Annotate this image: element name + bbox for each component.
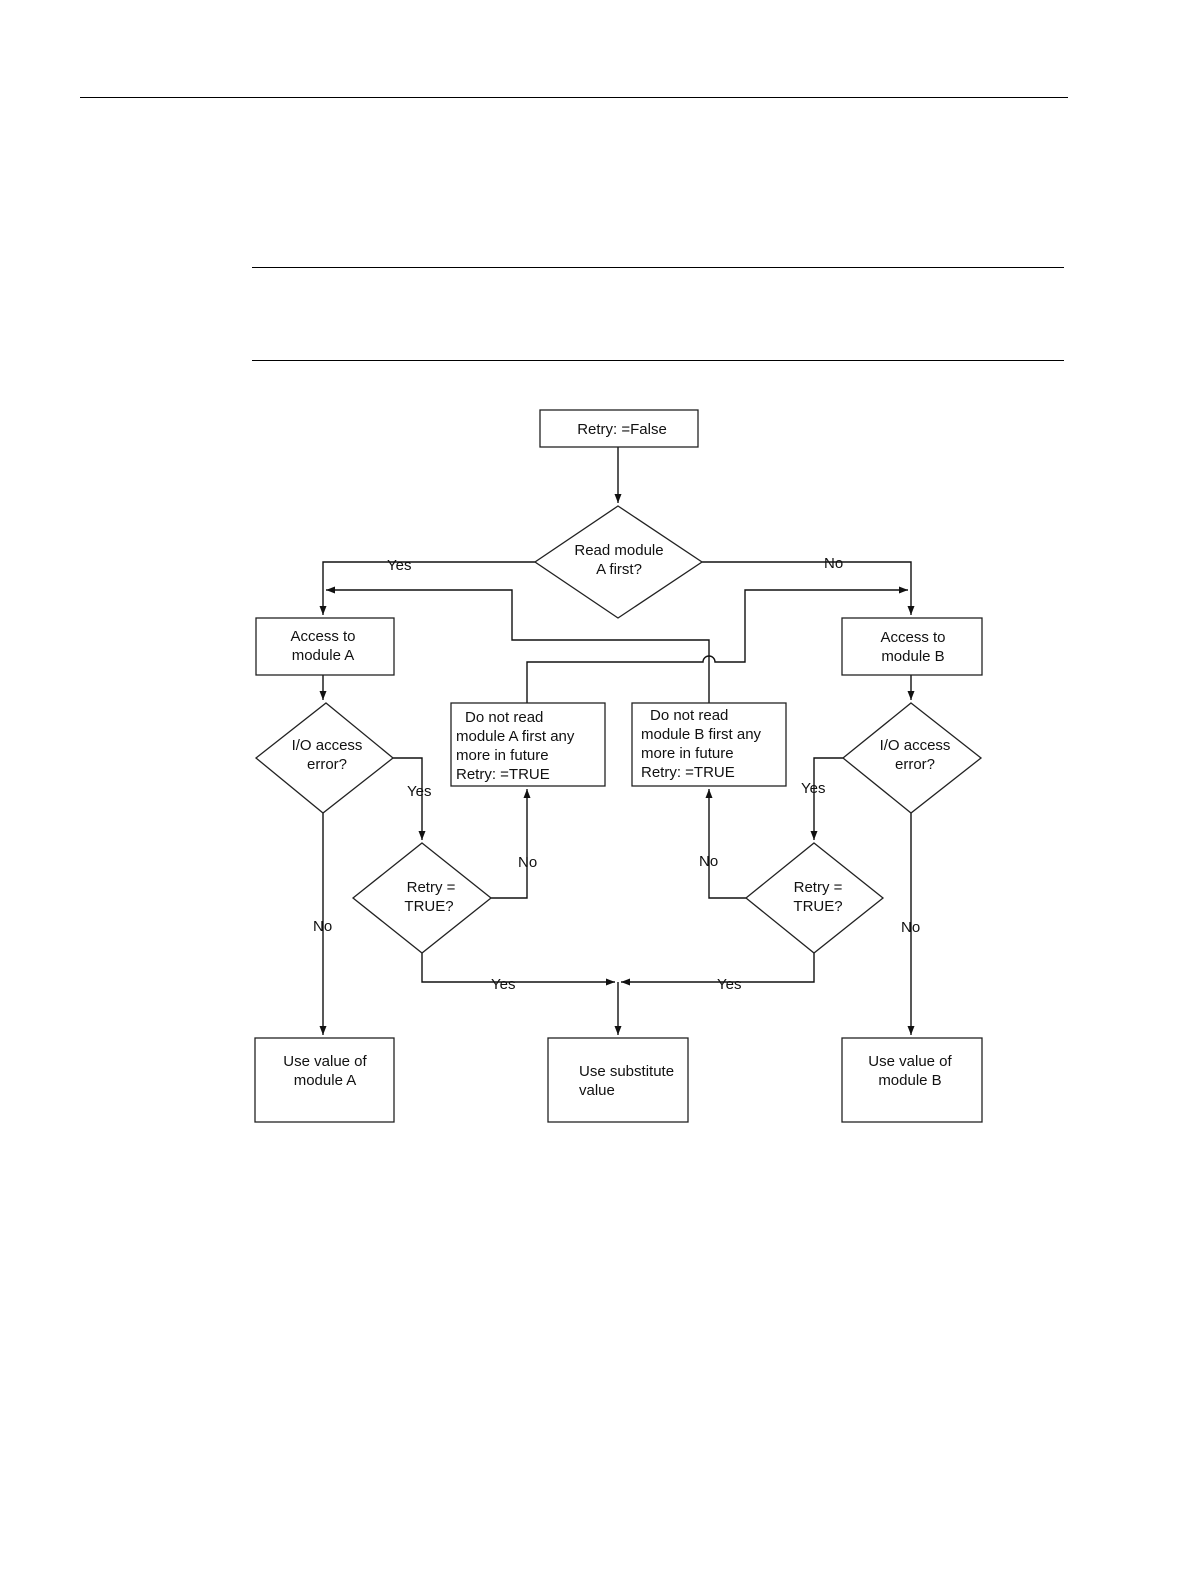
edge-do-not-read-b-to-access-a bbox=[326, 586, 710, 703]
edge-read-a-yes bbox=[319, 561, 535, 615]
node-decision-read-a-first-line1: Read module bbox=[574, 542, 663, 559]
node-use-substitute-line2: value bbox=[579, 1082, 615, 1099]
node-decision-read-a-first-line2: A first? bbox=[596, 561, 642, 578]
node-retry-true-b: Retry = TRUE? bbox=[744, 842, 885, 954]
node-do-not-read-b: Do not read module B first any more in f… bbox=[631, 702, 787, 787]
label-io-b-yes: Yes bbox=[801, 780, 825, 797]
edge-io-b-yes bbox=[810, 757, 843, 840]
label-retry-a-yes: Yes bbox=[491, 976, 515, 993]
node-do-not-read-b-line4: Retry: =TRUE bbox=[641, 764, 735, 781]
node-use-value-a-line1: Use value of bbox=[283, 1053, 367, 1070]
node-retry-true-a: Retry = TRUE? bbox=[351, 842, 493, 954]
node-access-a-line1: Access to bbox=[290, 628, 355, 645]
node-io-error-a-line2: error? bbox=[307, 756, 347, 773]
label-io-a-no: No bbox=[313, 918, 332, 935]
edge-retry-a-yes bbox=[421, 953, 615, 986]
node-use-value-a-line2: module A bbox=[294, 1072, 357, 1089]
edge-retry-b-no bbox=[705, 789, 746, 899]
node-start-label: Retry: =False bbox=[577, 421, 667, 438]
node-do-not-read-a-line1: Do not read bbox=[465, 709, 543, 726]
node-io-error-b-line1: I/O access bbox=[880, 737, 951, 754]
node-retry-true-a-line1: Retry = bbox=[407, 879, 456, 896]
node-access-a: Access to module A bbox=[255, 617, 395, 676]
node-use-value-b: Use value of module B bbox=[841, 1037, 983, 1123]
node-do-not-read-b-line3: more in future bbox=[641, 745, 734, 762]
node-retry-true-b-line2: TRUE? bbox=[793, 898, 842, 915]
label-read-a-yes: Yes bbox=[387, 557, 411, 574]
node-access-b: Access to module B bbox=[841, 617, 983, 676]
section-top-rule bbox=[252, 267, 1064, 268]
node-use-value-b-line2: module B bbox=[878, 1072, 941, 1089]
edge-retry-a-no bbox=[491, 789, 531, 899]
label-io-b-no: No bbox=[901, 919, 920, 936]
node-do-not-read-b-line2: module B first any bbox=[641, 726, 762, 743]
node-retry-true-a-line2: TRUE? bbox=[404, 898, 453, 915]
label-io-a-yes: Yes bbox=[407, 783, 431, 800]
section-bottom-rule bbox=[252, 360, 1064, 361]
page-header-rule bbox=[80, 97, 1068, 98]
node-do-not-read-b-line1: Do not read bbox=[650, 707, 728, 724]
edges bbox=[319, 447, 915, 1035]
label-retry-b-no: No bbox=[699, 853, 718, 870]
node-access-b-line2: module B bbox=[881, 648, 944, 665]
edge-retry-b-yes bbox=[621, 953, 815, 986]
node-decision-read-a-first: Read module A first? bbox=[533, 505, 704, 619]
edge-labels: Yes No Yes No Yes No No No Yes Yes bbox=[313, 555, 920, 993]
node-do-not-read-a-line4: Retry: =TRUE bbox=[456, 766, 550, 783]
label-retry-a-no: No bbox=[518, 854, 537, 871]
edge-do-not-read-a-to-access-b bbox=[526, 586, 908, 703]
edge-read-a-no bbox=[702, 561, 915, 615]
label-retry-b-yes: Yes bbox=[717, 976, 741, 993]
node-do-not-read-a: Do not read module A first any more in f… bbox=[450, 702, 606, 787]
node-do-not-read-a-line3: more in future bbox=[456, 747, 549, 764]
node-do-not-read-a-line2: module A first any bbox=[456, 728, 575, 745]
node-start: Retry: =False bbox=[539, 409, 699, 448]
node-access-a-line2: module A bbox=[292, 647, 355, 664]
node-use-substitute-line1: Use substitute bbox=[579, 1063, 674, 1080]
node-io-error-b-line2: error? bbox=[895, 756, 935, 773]
node-io-error-b: I/O access error? bbox=[841, 702, 983, 814]
edge-io-a-yes bbox=[393, 757, 426, 840]
node-use-substitute: Use substitute value bbox=[547, 1037, 689, 1123]
node-use-value-b-line1: Use value of bbox=[868, 1053, 952, 1070]
label-read-a-no: No bbox=[824, 555, 843, 572]
node-io-error-a-line1: I/O access bbox=[292, 737, 363, 754]
node-io-error-a: I/O access error? bbox=[254, 702, 395, 814]
node-retry-true-b-line1: Retry = bbox=[794, 879, 843, 896]
node-use-value-a: Use value of module A bbox=[254, 1037, 395, 1123]
node-access-b-line1: Access to bbox=[880, 629, 945, 646]
